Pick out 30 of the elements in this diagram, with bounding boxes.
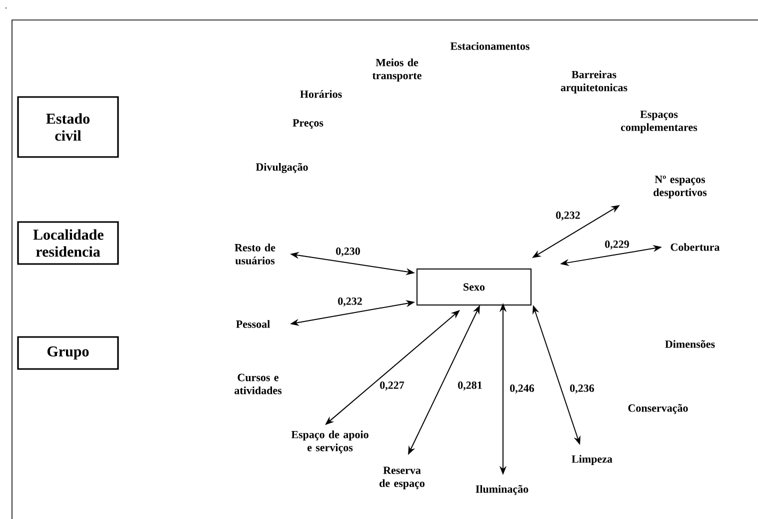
factor-label: Cursos e atividades	[234, 374, 282, 394]
variable-label: Reserva de espaço	[380, 466, 424, 490]
edge-label: 0,227	[380, 382, 404, 390]
factor-label: Dimensões	[665, 340, 715, 348]
variable-label: Cobertura	[670, 243, 720, 251]
edge-label: 0,281	[458, 382, 482, 390]
category-box: Estado civil	[17, 96, 119, 158]
edge-label: 0,232	[338, 298, 362, 306]
category-box: Grupo	[17, 336, 119, 370]
factor-label: Horários	[300, 90, 342, 98]
variable-label: Nº espaços desportivos	[654, 176, 707, 198]
edge-label: 0,229	[605, 240, 629, 250]
factor-label: Divulgação	[256, 162, 308, 174]
edge-label: 0,246	[510, 384, 534, 394]
variable-label: Pessoal	[236, 320, 270, 328]
factor-label: Estacionamentos	[450, 42, 530, 50]
variable-label: Espaço de apoio e serviços	[291, 430, 368, 454]
factor-label: Meios de transporte	[372, 58, 422, 82]
factor-label: Conservação	[628, 404, 688, 414]
variable-label: Iluminação	[476, 485, 528, 495]
edge-label: 0,232	[556, 212, 580, 220]
center-box: Sexo	[416, 268, 532, 306]
factor-label: Preços	[292, 119, 324, 129]
edge-label: 0,230	[336, 248, 360, 256]
category-box: Localidade residencia	[17, 221, 119, 265]
variable-label: Resto de usuários	[234, 244, 276, 264]
factor-label: Espaços complementares	[621, 110, 698, 134]
factor-label: Barreiras arquitetonicas	[560, 70, 628, 94]
edge-label: 0,236	[570, 384, 594, 394]
variable-label: Limpeza	[572, 455, 612, 465]
